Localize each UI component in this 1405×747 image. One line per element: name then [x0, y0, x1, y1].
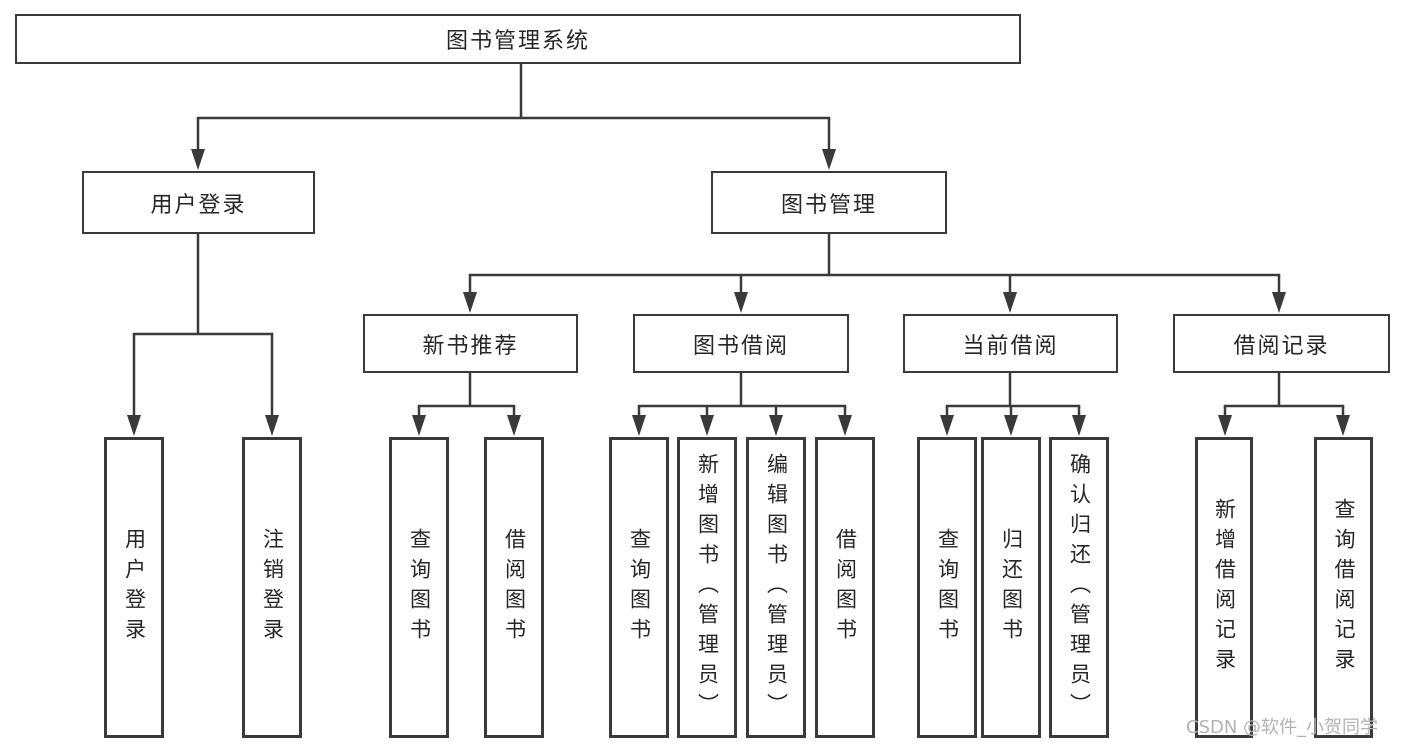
leaf-query-book-borrow-label: 查询图书 — [627, 527, 652, 648]
node-borrow-records: 借阅记录 — [1173, 314, 1390, 373]
arrowheads — [127, 149, 1350, 436]
leaf-query-book-recommend-label: 查询图书 — [407, 527, 432, 648]
leaf-borrow-book: 借阅图书 — [815, 437, 875, 738]
node-book-borrow-label: 图书借阅 — [692, 333, 789, 359]
leaf-borrow-book-label: 借阅图书 — [833, 527, 858, 648]
node-new-book-recommend: 新书推荐 — [363, 314, 578, 373]
node-current-borrow-label: 当前借阅 — [962, 333, 1059, 359]
leaf-confirm-return-admin: 确认归还（管理员） — [1049, 437, 1109, 738]
leaf-user-login: 用户登录 — [104, 437, 164, 738]
node-book-mgmt: 图书管理 — [711, 171, 947, 234]
leaf-query-borrow-record: 查询借阅记录 — [1314, 437, 1373, 738]
node-new-book-recommend-label: 新书推荐 — [422, 333, 519, 359]
leaf-query-book-borrow: 查询图书 — [609, 437, 669, 738]
node-root-label: 图书管理系统 — [445, 29, 590, 54]
leaf-query-book-recommend: 查询图书 — [389, 437, 449, 738]
leaf-edit-book-admin-label: 编辑图书（管理员） — [764, 452, 789, 723]
node-root: 图书管理系统 — [15, 14, 1021, 64]
leaf-logout-label: 注销登录 — [260, 527, 285, 648]
leaf-query-borrow-record-label: 查询借阅记录 — [1332, 497, 1356, 678]
leaf-add-borrow-record: 新增借阅记录 — [1195, 437, 1253, 738]
leaf-query-book-current-label: 查询图书 — [935, 527, 960, 648]
node-current-borrow: 当前借阅 — [903, 314, 1118, 373]
node-book-borrow: 图书借阅 — [633, 314, 849, 373]
leaf-query-book-current: 查询图书 — [917, 437, 977, 738]
leaf-return-book-label: 归还图书 — [999, 527, 1024, 648]
leaf-user-login-label: 用户登录 — [122, 527, 147, 648]
leaf-add-book-admin-label: 新增图书（管理员） — [695, 452, 720, 723]
leaf-add-book-admin: 新增图书（管理员） — [677, 437, 737, 738]
leaf-borrow-book-recommend-label: 借阅图书 — [502, 527, 527, 648]
leaf-logout: 注销登录 — [242, 437, 302, 738]
node-user-login-label: 用户登录 — [150, 192, 247, 218]
watermark: CSDN @软件_小贺同学 — [1186, 717, 1379, 738]
leaf-edit-book-admin: 编辑图书（管理员） — [746, 437, 806, 738]
leaf-borrow-book-recommend: 借阅图书 — [484, 437, 544, 738]
node-book-mgmt-label: 图书管理 — [780, 192, 877, 218]
leaf-confirm-return-admin-label: 确认归还（管理员） — [1067, 452, 1092, 723]
leaf-return-book: 归还图书 — [981, 437, 1041, 738]
node-borrow-records-label: 借阅记录 — [1233, 333, 1330, 359]
leaf-add-borrow-record-label: 新增借阅记录 — [1212, 497, 1237, 678]
node-user-login: 用户登录 — [82, 171, 315, 234]
